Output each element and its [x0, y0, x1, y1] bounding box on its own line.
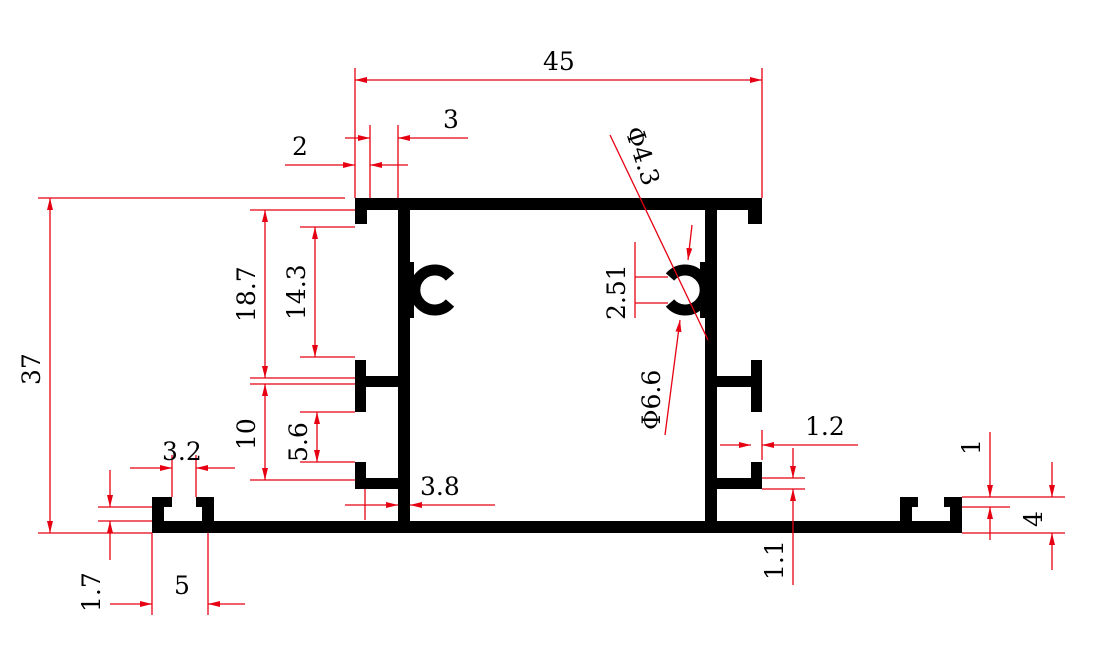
dim-lip-width: 3	[443, 105, 459, 134]
dim-left-channel-width: 5	[174, 571, 190, 600]
dim-wall-thickness: 3.8	[420, 472, 460, 501]
dim-small-hole-dia: Φ4.3	[619, 123, 665, 189]
dim-base-thickness: 1.1	[760, 540, 789, 580]
dim-height-clip: 14.3	[282, 264, 311, 320]
dim-right-channel-height: 4	[1019, 511, 1048, 527]
dim-lip-gap: 2	[292, 132, 308, 161]
dim-flange-gap: 5.6	[284, 422, 313, 462]
dim-height-upper: 18.7	[232, 266, 261, 322]
dim-flange-spacing: 10	[232, 418, 261, 450]
dim-left-channel-opening: 3.2	[162, 437, 202, 466]
dim-right-channel-lip: 1	[957, 439, 986, 455]
dim-large-hole-dia: Φ6.6	[637, 370, 666, 430]
dim-overall-height: 37	[17, 353, 46, 385]
dim-overall-width: 45	[543, 47, 575, 76]
dim-slot-opening: 2.51	[602, 264, 631, 320]
profile-shape	[152, 198, 962, 533]
dimension-lines	[38, 68, 1065, 615]
dim-left-channel-lip: 1.7	[77, 572, 106, 612]
dim-right-flange-thk: 1.2	[805, 412, 845, 441]
